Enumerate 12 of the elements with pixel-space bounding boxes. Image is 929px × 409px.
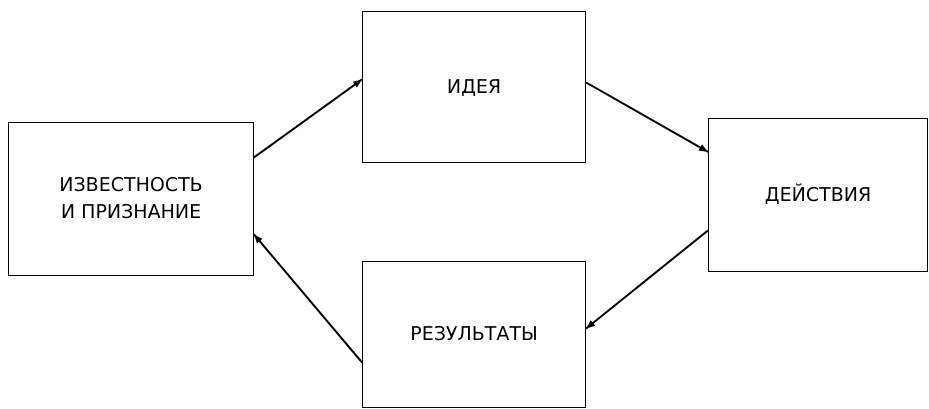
arrow [585, 230, 709, 330]
process-box [362, 261, 586, 408]
arrow [253, 234, 363, 364]
arrow [253, 78, 363, 158]
box-label: ИЗВЕСТНОСТЬ И ПРИЗНАНИЕ [59, 173, 203, 225]
process-box [362, 11, 586, 163]
process-box [8, 122, 254, 276]
arrow [586, 82, 708, 153]
box-label: ДЕЙСТВИЯ [764, 182, 872, 208]
box-label: РЕЗУЛЬТАТЫ [410, 322, 538, 347]
process-box [708, 118, 928, 272]
box-label: ИДЕЯ [446, 74, 502, 100]
